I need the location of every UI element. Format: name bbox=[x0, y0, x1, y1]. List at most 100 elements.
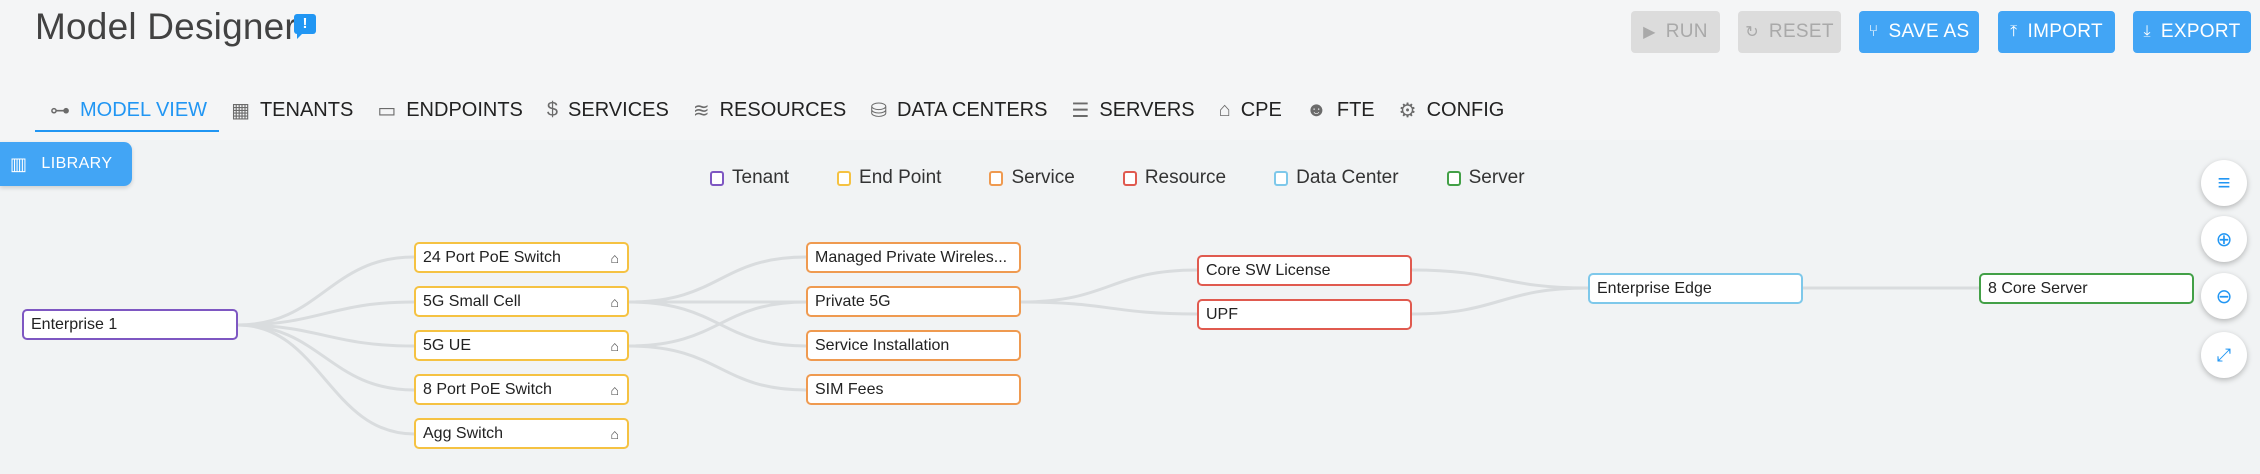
reset-button[interactable]: ↻ RESET bbox=[1738, 11, 1841, 53]
layers-icon: ≋ bbox=[692, 99, 710, 122]
zoom-out-button[interactable]: ⊖ bbox=[2201, 273, 2247, 319]
legend-item-tenant: Tenant bbox=[710, 167, 789, 189]
link-endpoint-service bbox=[628, 255, 807, 304]
router-icon: ⌂ bbox=[610, 338, 619, 354]
tab-data-centers[interactable]: ⛁ DATA CENTERS bbox=[858, 90, 1059, 130]
node-endpoint[interactable]: 8 Port PoE Switch ⌂ bbox=[414, 374, 629, 405]
run-label: RUN bbox=[1665, 21, 1708, 42]
save-as-label: SAVE AS bbox=[1888, 21, 1970, 42]
legend-label: Resource bbox=[1144, 167, 1227, 188]
tab-model-view[interactable]: ⊶ MODEL VIEW bbox=[35, 90, 220, 132]
node-label: 8 Core Server bbox=[1988, 279, 2088, 297]
legend-label: Tenant bbox=[732, 167, 790, 188]
save-as-button[interactable]: ⑂ SAVE AS bbox=[1859, 11, 1979, 53]
tab-label: ENDPOINTS bbox=[406, 98, 523, 121]
node-service[interactable]: SIM Fees bbox=[806, 374, 1021, 405]
legend-item-endpoint: End Point bbox=[837, 167, 941, 189]
legend-label: End Point bbox=[859, 167, 942, 188]
tab-label: SERVICES bbox=[568, 98, 669, 121]
node-resource[interactable]: Core SW License bbox=[1197, 255, 1412, 286]
zoom-in-button[interactable]: ⊕ bbox=[2201, 216, 2247, 262]
router-icon: ⌂ bbox=[1218, 98, 1231, 121]
node-label: Agg Switch bbox=[423, 424, 504, 442]
node-service[interactable]: Service Installation bbox=[806, 330, 1021, 361]
node-resource[interactable]: UPF bbox=[1197, 299, 1412, 330]
node-label: Core SW License bbox=[1206, 261, 1331, 279]
dollar-icon: $ bbox=[546, 98, 559, 121]
tab-resources[interactable]: ≋ RESOURCES bbox=[681, 90, 858, 130]
node-endpoint[interactable]: 5G UE ⌂ bbox=[414, 330, 629, 361]
tab-label: DATA CENTERS bbox=[897, 98, 1048, 121]
node-label: 5G UE bbox=[423, 336, 472, 354]
node-endpoint[interactable]: Agg Switch ⌂ bbox=[414, 418, 629, 449]
reset-icon: ↻ bbox=[1745, 24, 1759, 41]
node-label: Managed Private Wireles... bbox=[815, 248, 1008, 266]
node-service[interactable]: Private 5G bbox=[806, 286, 1021, 317]
books-icon: ▥ bbox=[10, 153, 28, 174]
node-label: Service Installation bbox=[815, 336, 950, 354]
node-label: UPF bbox=[1206, 305, 1238, 323]
legend-label: Data Center bbox=[1296, 167, 1399, 188]
tab-fte[interactable]: ☻ FTE bbox=[1294, 90, 1387, 130]
node-label: Enterprise 1 bbox=[31, 315, 118, 333]
library-button[interactable]: ▥ LIBRARY bbox=[0, 142, 132, 186]
node-label: 5G Small Cell bbox=[423, 292, 521, 310]
router-icon: ⌂ bbox=[610, 426, 619, 442]
tab-servers[interactable]: ☰ SERVERS bbox=[1059, 90, 1206, 130]
tab-label: MODEL VIEW bbox=[80, 98, 208, 121]
export-label: EXPORT bbox=[2160, 21, 2241, 42]
tab-label: CONFIG bbox=[1426, 98, 1505, 121]
node-server[interactable]: 8 Core Server bbox=[1979, 273, 2194, 304]
tab-cpe[interactable]: ⌂ CPE bbox=[1207, 90, 1294, 130]
tab-label: SERVERS bbox=[1099, 98, 1195, 121]
gear-icon: ⚙ bbox=[1398, 99, 1417, 122]
legend: Tenant End Point Service Resource Data C… bbox=[710, 167, 1525, 189]
legend-swatch bbox=[1122, 170, 1137, 186]
server-icon: ☰ bbox=[1071, 99, 1090, 122]
upload-icon: ⤒ bbox=[2010, 23, 2018, 40]
node-endpoint[interactable]: 5G Small Cell ⌂ bbox=[414, 286, 629, 317]
link-resource-datacenter bbox=[1411, 286, 1589, 316]
link-tenant-endpoint bbox=[237, 255, 415, 327]
people-icon: ☻ bbox=[1305, 98, 1327, 121]
import-label: IMPORT bbox=[2027, 21, 2103, 42]
node-label: SIM Fees bbox=[815, 380, 884, 398]
legend-item-resource: Resource bbox=[1122, 167, 1227, 189]
reset-label: RESET bbox=[1768, 21, 1834, 42]
library-label: LIBRARY bbox=[41, 155, 113, 172]
zoom-out-icon: ⊖ bbox=[2215, 285, 2233, 308]
tab-services[interactable]: $ SERVICES bbox=[535, 90, 681, 130]
node-label: Private 5G bbox=[815, 292, 891, 310]
link-tenant-endpoint bbox=[237, 323, 415, 436]
filter-button[interactable]: ≡ bbox=[2201, 160, 2247, 206]
tab-endpoints[interactable]: ▭ ENDPOINTS bbox=[365, 90, 535, 130]
router-icon: ⌂ bbox=[610, 250, 619, 266]
link-tenant-endpoint bbox=[237, 323, 415, 392]
router-icon: ⌂ bbox=[610, 382, 619, 398]
legend-label: Service bbox=[1011, 167, 1075, 188]
zoom-in-icon: ⊕ bbox=[2215, 228, 2233, 251]
link-tenant-endpoint bbox=[237, 300, 415, 327]
node-service[interactable]: Managed Private Wireles... bbox=[806, 242, 1021, 273]
node-endpoint[interactable]: 24 Port PoE Switch ⌂ bbox=[414, 242, 629, 273]
play-icon: ▶ bbox=[1643, 24, 1656, 41]
link-tenant-endpoint bbox=[237, 323, 415, 348]
link-endpoint-service bbox=[628, 344, 807, 392]
export-button[interactable]: ⤓ EXPORT bbox=[2133, 11, 2251, 53]
devices-icon: ▭ bbox=[377, 99, 397, 122]
download-icon: ⤓ bbox=[2143, 23, 2151, 40]
run-button[interactable]: ▶ RUN bbox=[1631, 11, 1720, 53]
filter-icon: ≡ bbox=[2217, 170, 2231, 195]
feedback-icon[interactable]: ! bbox=[294, 14, 316, 39]
fit-screen-button[interactable]: ⤢ bbox=[2201, 332, 2247, 378]
tab-tenants[interactable]: ▦ TENANTS bbox=[219, 90, 365, 130]
node-datacenter[interactable]: Enterprise Edge bbox=[1588, 273, 1803, 304]
building-icon: ▦ bbox=[231, 99, 250, 122]
tab-config[interactable]: ⚙ CONFIG bbox=[1387, 90, 1517, 130]
router-icon: ⌂ bbox=[610, 294, 619, 310]
node-label: 24 Port PoE Switch bbox=[423, 248, 561, 266]
node-tenant[interactable]: Enterprise 1 bbox=[22, 309, 238, 340]
legend-swatch bbox=[837, 170, 852, 186]
import-button[interactable]: ⤒ IMPORT bbox=[1998, 11, 2115, 53]
tab-label: CPE bbox=[1240, 98, 1282, 121]
